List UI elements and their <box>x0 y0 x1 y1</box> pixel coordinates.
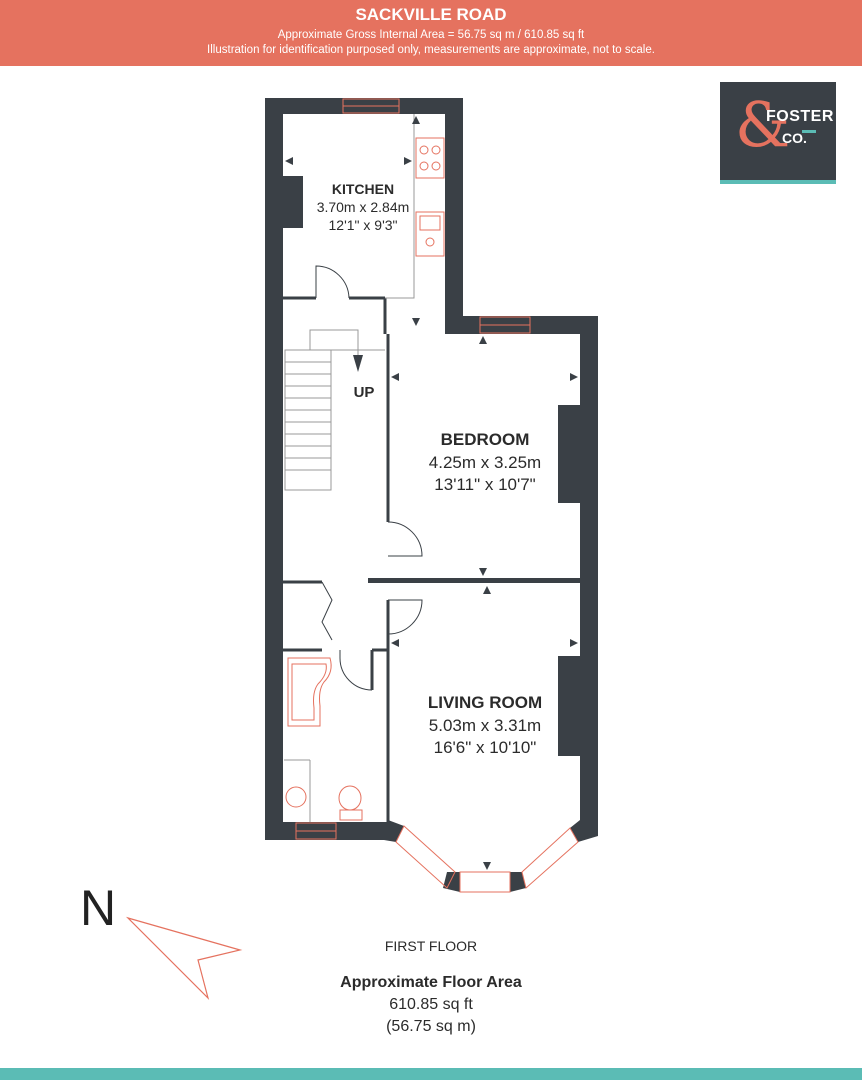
footer-bar <box>0 1068 862 1080</box>
arrow-kitchen-left <box>285 157 293 165</box>
kitchen-counter <box>385 114 415 299</box>
bay-corner-right <box>570 820 598 842</box>
sink-bowl <box>425 237 435 247</box>
north-arrow-icon <box>125 916 243 1000</box>
kitchen-metric: 3.70m x 2.84m <box>316 199 410 215</box>
kitchen-imperial: 12'1" x 9'3" <box>328 217 398 233</box>
sink <box>415 211 445 257</box>
foster-co-logo: & FOSTER CO. <box>720 82 836 184</box>
bedroom-imperial: 13'11" x 10'7" <box>434 475 536 494</box>
property-title: SACKVILLE ROAD <box>355 5 507 24</box>
hob-ring-3 <box>419 161 429 171</box>
bedroom-metric: 4.25m x 3.25m <box>428 453 542 472</box>
door-living <box>387 599 423 635</box>
area-title: Approximate Floor Area <box>340 974 522 991</box>
hob-ring-1 <box>419 145 429 155</box>
living-room-name: LIVING ROOM <box>427 693 543 712</box>
disclaimer-text: Illustration for identification purposed… <box>207 44 655 56</box>
door-cupboard <box>321 581 333 641</box>
kitchen-chimney <box>283 176 303 228</box>
area-sqm: (56.75 sq m) <box>386 1018 476 1035</box>
bay-corner-bottom-right <box>510 872 526 892</box>
stair-flight <box>284 349 332 491</box>
bay-corner-bottom-left <box>443 872 460 892</box>
wall-right <box>580 316 598 836</box>
gross-area-text: Approximate Gross Internal Area = 56.75 … <box>277 29 585 41</box>
doors <box>315 265 423 691</box>
window-bay-right <box>521 827 579 889</box>
logo-bar <box>720 180 836 184</box>
bathtub <box>287 657 332 727</box>
sink-drainer <box>419 215 441 231</box>
arrow-living-left <box>391 639 399 647</box>
living-room-metric: 5.03m x 3.31m <box>428 716 542 735</box>
arrow-living-bottom <box>483 862 491 870</box>
kitchen-fixtures <box>415 137 445 257</box>
arrow-kitchen-top <box>412 116 420 124</box>
area-sqft: 610.85 sq ft <box>389 996 473 1013</box>
bedroom-name: BEDROOM <box>440 430 530 449</box>
arrow-bed-top <box>479 336 487 344</box>
bedroom-chimney <box>558 405 580 503</box>
bathroom-fixtures <box>285 657 363 821</box>
logo-co: CO. <box>782 130 807 146</box>
counters <box>385 114 415 299</box>
stairs <box>284 329 385 491</box>
kitchen-name: KITCHEN <box>331 181 395 197</box>
arrow-living-right <box>570 639 578 647</box>
logo-dash <box>802 130 816 133</box>
walls <box>265 98 598 892</box>
internal-walls <box>283 296 390 822</box>
arrow-bed-left <box>391 373 399 381</box>
living-chimney <box>558 656 580 756</box>
hob-ring-4 <box>431 161 441 171</box>
logo-foster: FOSTER <box>766 108 834 125</box>
compass-letter: N <box>80 880 117 936</box>
wall-left <box>265 98 283 840</box>
arrow-kitchen-right <box>404 157 412 165</box>
door-bedroom <box>387 521 423 557</box>
door-kitchen <box>315 265 350 299</box>
stair-arrow-head <box>353 355 363 372</box>
floor-label: FIRST FLOOR <box>384 938 478 954</box>
toilet-cistern <box>339 809 363 821</box>
windows <box>295 98 579 893</box>
bathtub-inner <box>291 663 327 721</box>
logo-ampersand: & <box>735 88 791 161</box>
door-bath <box>339 650 373 691</box>
hob <box>415 137 445 179</box>
toilet <box>338 785 362 811</box>
bay-corner-left <box>384 820 404 842</box>
arrow-living-top <box>483 586 491 594</box>
hob-ring-2 <box>431 145 441 155</box>
arrow-bed-right <box>570 373 578 381</box>
living-room-imperial: 16'6" x 10'10" <box>433 738 537 757</box>
header-banner: SACKVILLE ROAD Approximate Gross Interna… <box>0 0 862 66</box>
washbasin <box>285 786 307 808</box>
dimension-arrows <box>285 116 578 870</box>
arrow-bed-bottom <box>479 568 487 576</box>
stairs-up-label: UP <box>353 384 375 401</box>
wall-bedroom-living <box>368 578 580 583</box>
window-bay-center <box>459 871 511 893</box>
wall-right-kitchen <box>445 98 463 334</box>
arrow-kitchen-bottom <box>412 318 420 326</box>
window-bay-left <box>395 825 456 889</box>
